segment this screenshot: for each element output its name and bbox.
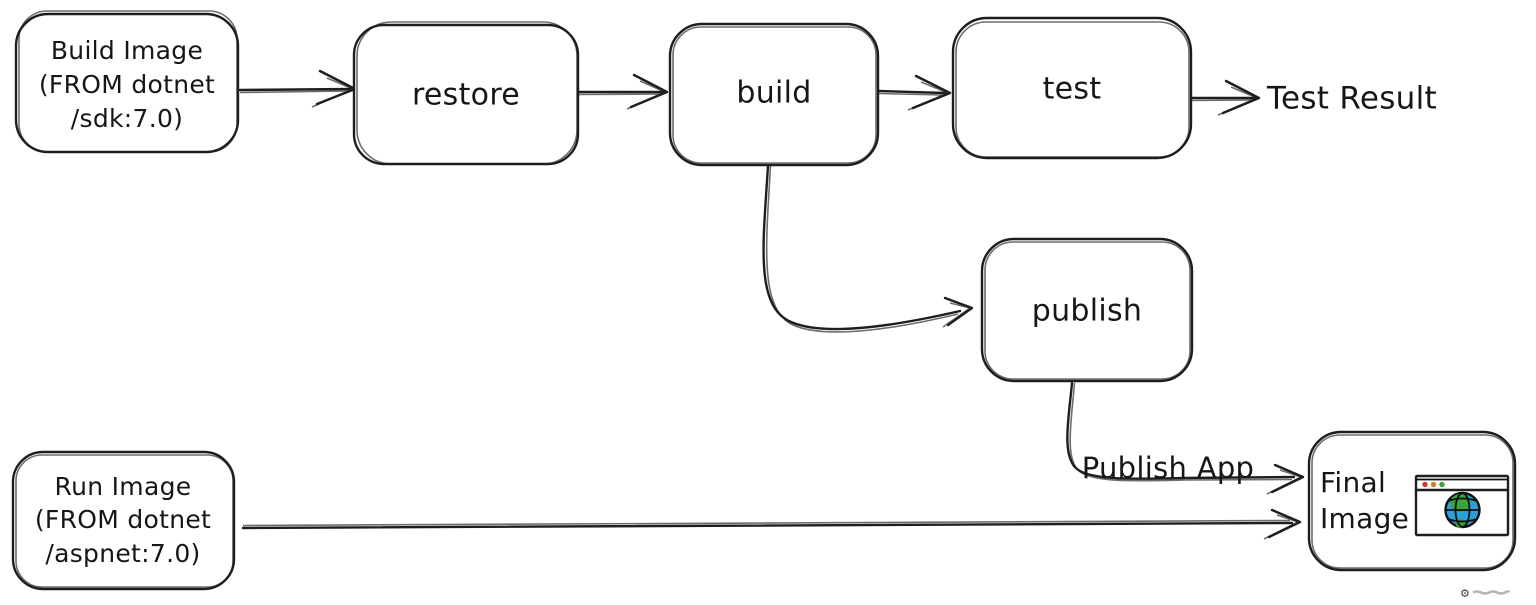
- node-restore: restore: [352, 21, 580, 166]
- browser-window-globe-icon: [1414, 474, 1510, 537]
- final-image-label-line1: Final: [1320, 466, 1386, 499]
- arrow-build-to-test: [877, 74, 952, 111]
- build-label: build: [736, 76, 811, 111]
- node-build: build: [668, 22, 880, 167]
- build-image-label-line2: (FROM dotnet: [39, 70, 215, 99]
- build-image-label-line3: /sdk:7.0): [71, 104, 183, 133]
- globe-icon: [1444, 491, 1481, 529]
- arrow-run-image-to-final-image: [241, 508, 1302, 540]
- arrow-test-to-test-result: [1190, 79, 1261, 116]
- watermark-text-scribble: [1472, 590, 1511, 595]
- node-final-image: Final Image: [1307, 430, 1517, 572]
- node-build-image: Build Image (FROM dotnet /sdk:7.0): [14, 10, 240, 154]
- node-publish: publish: [980, 237, 1194, 383]
- arrow-build-image-to-restore: [238, 69, 357, 108]
- run-image-label-line1: Run Image: [55, 472, 192, 501]
- test-result-text: Test Result: [1266, 81, 1437, 117]
- publish-label: publish: [1032, 294, 1143, 329]
- restore-label: restore: [412, 78, 520, 113]
- traffic-dot-red: [1422, 481, 1428, 488]
- node-run-image: Run Image (FROM dotnet /aspnet:7.0): [11, 450, 236, 591]
- final-image-label-line2: Image: [1320, 502, 1409, 535]
- build-image-label-line1: Build Image: [51, 36, 203, 65]
- arrow-build-to-publish: [762, 164, 974, 333]
- arrow-restore-to-build: [577, 73, 669, 110]
- node-test: test: [951, 16, 1193, 160]
- test-label: test: [1043, 72, 1102, 107]
- watermark: ⚙: [1460, 587, 1511, 600]
- arrow-publish-to-final-image: [1066, 381, 1305, 495]
- run-image-label-line2: (FROM dotnet: [35, 505, 211, 534]
- run-image-label-line3: /aspnet:7.0): [45, 539, 200, 568]
- traffic-dot-green: [1439, 481, 1445, 488]
- publish-app-edge-label: Publish App: [1082, 451, 1255, 485]
- traffic-dot-orange: [1430, 481, 1437, 488]
- gear-icon: ⚙: [1460, 587, 1470, 600]
